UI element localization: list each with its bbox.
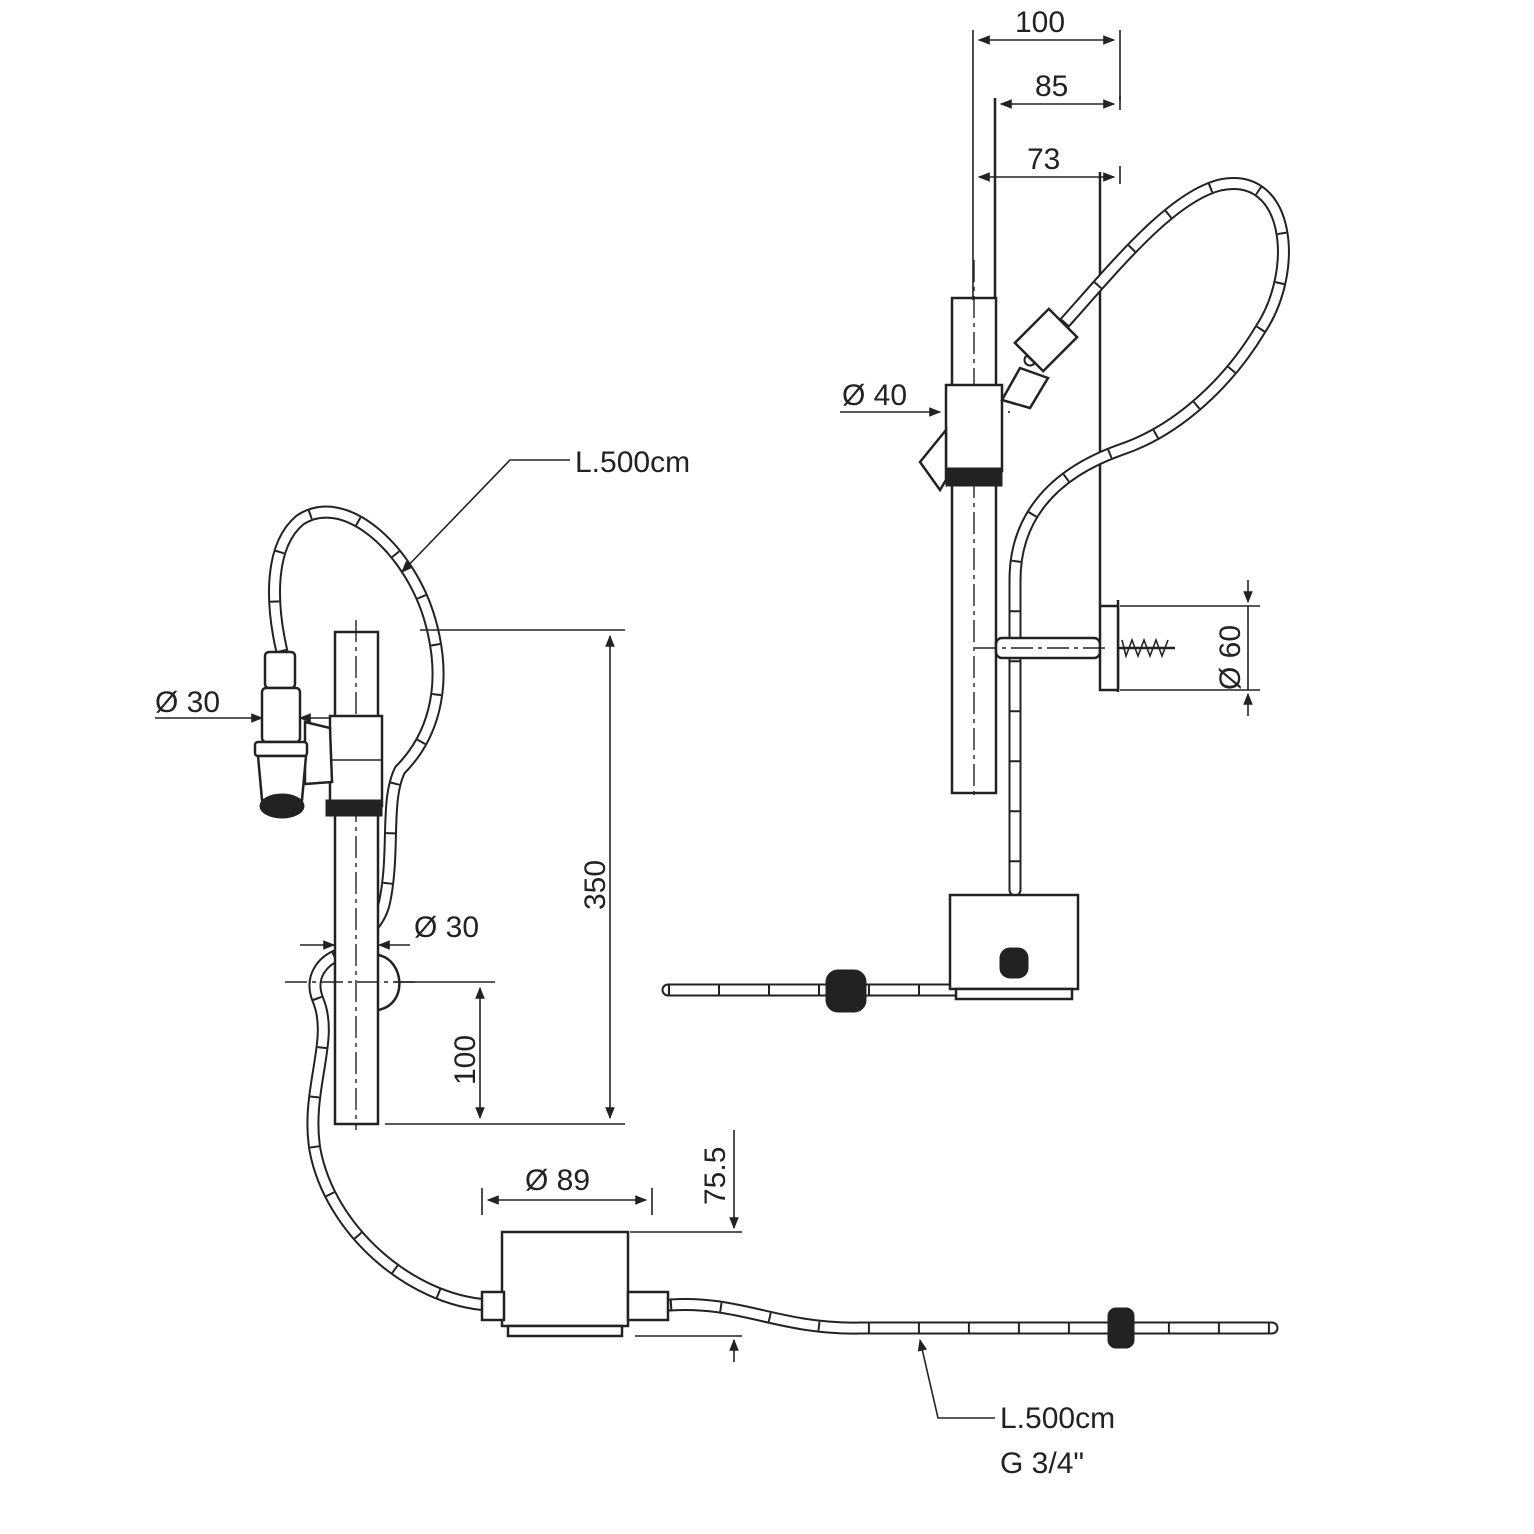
dim-base-height: 75.5 xyxy=(630,1130,742,1362)
thread-size-label: G 3/4" xyxy=(1000,1447,1084,1480)
dim-holder-diameter: Ø 40 xyxy=(840,379,1010,417)
bar-height-label: 350 xyxy=(579,860,612,910)
supply-hose-lower xyxy=(663,1297,1279,1335)
side-holder xyxy=(918,307,1079,493)
side-wall-bracket xyxy=(975,604,1175,692)
dim-lower-height: 100 xyxy=(395,981,495,1120)
supply-hose-length-label: L.500cm xyxy=(1000,1402,1115,1435)
shower-hose xyxy=(268,505,445,962)
side-mixer-base xyxy=(948,893,1080,1001)
lower-height-label: 100 xyxy=(449,1035,482,1085)
right-view: 100 85 73 Ø 40 Ø 60 xyxy=(661,6,1290,1013)
nozzle-diameter-label: Ø 30 xyxy=(155,686,220,719)
bar-diameter-label: Ø 30 xyxy=(414,911,479,944)
vertical-bar xyxy=(333,620,380,1130)
side-width-inner-label: 73 xyxy=(1027,143,1060,176)
dim-base-diameter: Ø 89 xyxy=(481,1164,653,1215)
base-height-label: 75.5 xyxy=(699,1147,732,1205)
supply-hose-upper xyxy=(306,948,495,1312)
holder-diameter-label: Ø 40 xyxy=(842,379,907,412)
side-vertical-bar xyxy=(950,260,998,800)
dim-nozzle-diameter: Ø 30 xyxy=(155,686,330,723)
dim-side-width-total: 100 xyxy=(972,6,1121,300)
hose-end-fitting xyxy=(1107,1307,1135,1349)
dim-bar-height: 350 xyxy=(385,629,625,1125)
bracket-diameter-label: Ø 60 xyxy=(1214,625,1247,690)
left-view: L.500cm Ø 30 Ø 30 350 100 xyxy=(155,446,1279,1480)
shower-hose-length-label: L.500cm xyxy=(575,446,690,479)
side-width-total-label: 100 xyxy=(1015,6,1065,39)
dim-supply-hose-length: L.500cm G 3/4" xyxy=(917,1338,1115,1480)
side-width-mid-label: 85 xyxy=(1035,70,1068,103)
base-diameter-label: Ø 89 xyxy=(525,1164,590,1197)
sliding-holder xyxy=(303,714,384,817)
dim-side-width-inner: 73 xyxy=(977,143,1121,184)
mixer-base xyxy=(480,1230,670,1338)
side-shower-hose xyxy=(1008,177,1290,897)
dim-bracket-diameter: Ø 60 xyxy=(1120,580,1260,716)
handshower xyxy=(253,650,309,819)
dim-shower-hose-length: L.500cm xyxy=(401,446,690,573)
dim-bar-diameter: Ø 30 xyxy=(300,911,479,950)
dim-side-width-mid: 85 xyxy=(999,70,1121,110)
